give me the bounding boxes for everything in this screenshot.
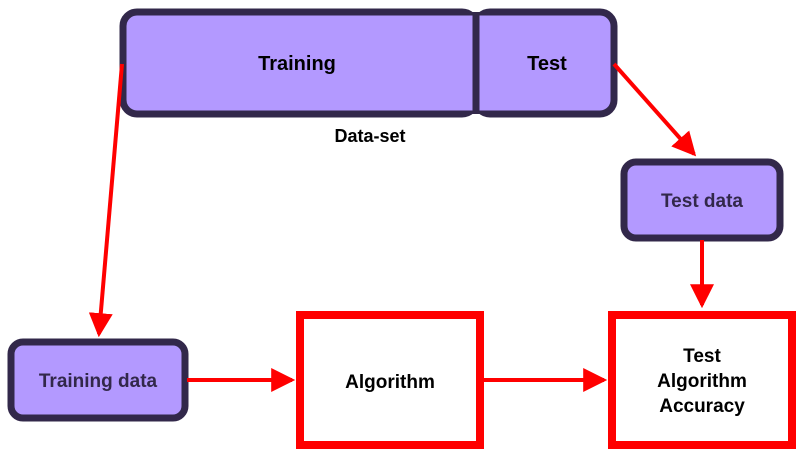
test-algorithm-accuracy-node: Test Algorithm Accuracy xyxy=(608,311,796,449)
training-data-label: Training data xyxy=(39,371,158,392)
dataset-caption: Data-set xyxy=(334,126,405,146)
dataset-test-label: Test xyxy=(527,53,567,75)
test-data-label: Test data xyxy=(661,191,743,212)
training-data-node: Training data xyxy=(7,338,189,422)
arrow-test-to-test-data xyxy=(612,62,697,157)
test-data-node: Test data xyxy=(620,158,784,242)
dataset-bar: Training Test xyxy=(119,8,618,118)
algorithm-label: Algorithm xyxy=(345,372,435,393)
dataset-training-label: Training xyxy=(258,53,336,75)
arrow-training-to-training-data xyxy=(88,63,124,338)
accuracy-label-line-3: Accuracy xyxy=(659,396,745,417)
accuracy-label-line-1: Test xyxy=(683,346,721,367)
accuracy-label-line-2: Algorithm xyxy=(657,371,747,392)
algorithm-node: Algorithm xyxy=(296,311,484,449)
